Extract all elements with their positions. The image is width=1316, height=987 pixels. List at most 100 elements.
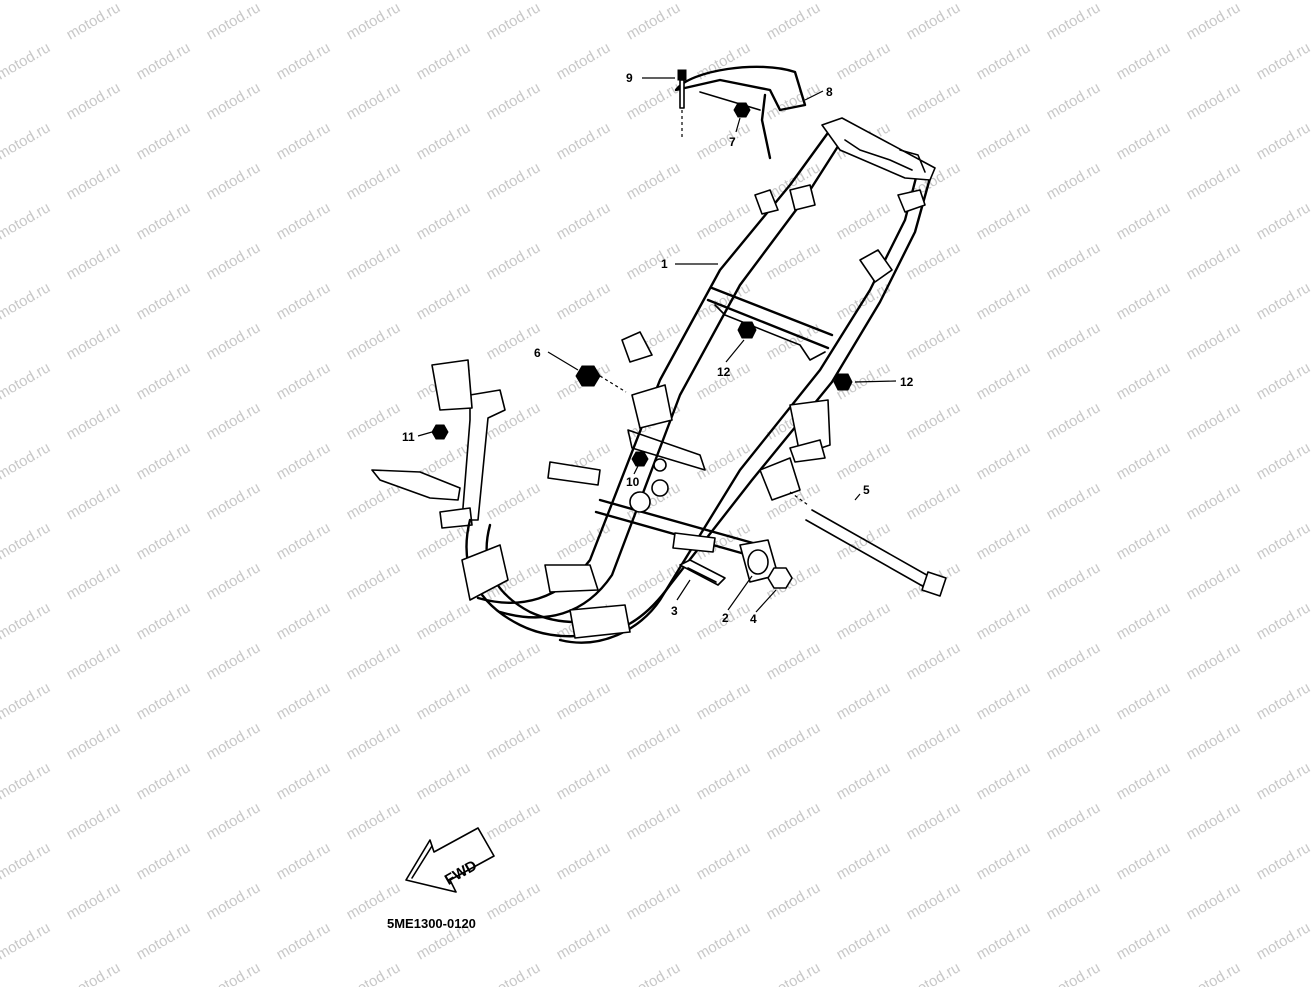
watermark-text: motod.ru xyxy=(1114,119,1174,163)
part-10-nut xyxy=(631,451,649,467)
watermark-text: motod.ru xyxy=(1254,439,1314,483)
watermark-text: motod.ru xyxy=(624,79,684,123)
watermark-text: motod.ru xyxy=(1254,919,1314,963)
watermark-text: motod.ru xyxy=(904,799,964,843)
watermark-text: motod.ru xyxy=(0,599,53,643)
watermark-text: motod.ru xyxy=(204,639,264,683)
watermark-text: motod.ru xyxy=(64,799,124,843)
watermark-text: motod.ru xyxy=(974,919,1034,963)
watermark-text: motod.ru xyxy=(624,719,684,763)
watermark-text: motod.ru xyxy=(204,399,264,443)
watermark-text: motod.ru xyxy=(344,799,404,843)
watermark-text: motod.ru xyxy=(1254,0,1314,3)
watermark-text: motod.ru xyxy=(1184,479,1244,523)
watermark-text: motod.ru xyxy=(624,879,684,923)
watermark-text: motod.ru xyxy=(624,239,684,283)
watermark-text: motod.ru xyxy=(904,239,964,283)
watermark-text: motod.ru xyxy=(1044,159,1104,203)
watermark-text: motod.ru xyxy=(1114,439,1174,483)
watermark-text: motod.ru xyxy=(414,759,474,803)
watermark-text: motod.ru xyxy=(834,679,894,723)
watermark-text: motod.ru xyxy=(64,479,124,523)
watermark-text: motod.ru xyxy=(344,959,404,987)
watermark-text: motod.ru xyxy=(974,519,1034,563)
watermark-text: motod.ru xyxy=(414,279,474,323)
watermark-text: motod.ru xyxy=(1044,719,1104,763)
watermark-text: motod.ru xyxy=(834,439,894,483)
part-11-nut xyxy=(431,424,449,440)
part-8-grab-bar xyxy=(674,65,807,160)
watermark-text: motod.ru xyxy=(64,959,124,987)
watermark-text: motod.ru xyxy=(624,0,684,43)
watermark-text: motod.ru xyxy=(134,919,194,963)
watermark-text: motod.ru xyxy=(344,719,404,763)
watermark-text: motod.ru xyxy=(1044,0,1104,43)
watermark-text: motod.ru xyxy=(1184,799,1244,843)
watermark-text: motod.ru xyxy=(1184,639,1244,683)
watermark-text: motod.ru xyxy=(1114,599,1174,643)
watermark-text: motod.ru xyxy=(764,79,824,123)
watermark-text: motod.ru xyxy=(204,879,264,923)
watermark-text: motod.ru xyxy=(1044,239,1104,283)
watermark-text: motod.ru xyxy=(134,0,194,3)
watermark-text: motod.ru xyxy=(554,279,614,323)
watermark-text: motod.ru xyxy=(1044,79,1104,123)
watermark-text: motod.ru xyxy=(484,879,544,923)
watermark-text: motod.ru xyxy=(974,439,1034,483)
watermark-text: motod.ru xyxy=(974,39,1034,83)
watermark-text: motod.ru xyxy=(64,319,124,363)
watermark-text: motod.ru xyxy=(1114,39,1174,83)
watermark-text: motod.ru xyxy=(834,599,894,643)
watermark-text: motod.ru xyxy=(1114,279,1174,323)
watermark-text: motod.ru xyxy=(554,39,614,83)
watermark-text: motod.ru xyxy=(344,319,404,363)
watermark-text: motod.ru xyxy=(694,919,754,963)
watermark-text: motod.ru xyxy=(484,959,544,987)
watermark-text: motod.ru xyxy=(974,759,1034,803)
watermark-text: motod.ru xyxy=(64,79,124,123)
watermark-text: motod.ru xyxy=(134,279,194,323)
callout-3: 3 xyxy=(671,604,678,618)
watermark-text: motod.ru xyxy=(1044,959,1104,987)
watermark-text: motod.ru xyxy=(134,359,194,403)
watermark-text: motod.ru xyxy=(1184,399,1244,443)
watermark-text: motod.ru xyxy=(484,79,544,123)
watermark-text: motod.ru xyxy=(904,399,964,443)
watermark-text: motod.ru xyxy=(1254,199,1314,243)
watermark-text: motod.ru xyxy=(204,479,264,523)
watermark-text: motod.ru xyxy=(1254,39,1314,83)
watermark-text: motod.ru xyxy=(1184,79,1244,123)
watermark-text: motod.ru xyxy=(64,159,124,203)
watermark-text: motod.ru xyxy=(1044,799,1104,843)
watermark-text: motod.ru xyxy=(624,799,684,843)
watermark-text: motod.ru xyxy=(0,39,53,83)
watermark-text: motod.ru xyxy=(1254,359,1314,403)
watermark-text: motod.ru xyxy=(1184,319,1244,363)
watermark-text: motod.ru xyxy=(484,479,544,523)
watermark-text: motod.ru xyxy=(484,239,544,283)
watermark-text: motod.ru xyxy=(344,639,404,683)
watermark-text: motod.ru xyxy=(204,959,264,987)
watermark-text: motod.ru xyxy=(64,719,124,763)
watermark-text: motod.ru xyxy=(1254,279,1314,323)
callout-6: 6 xyxy=(534,346,541,360)
watermark-text: motod.ru xyxy=(204,239,264,283)
part-2-bushing xyxy=(739,539,779,583)
watermark-text: motod.ru xyxy=(974,279,1034,323)
watermark-text: motod.ru xyxy=(694,39,754,83)
part-3-bolt xyxy=(679,559,726,586)
watermark-text: motod.ru xyxy=(904,319,964,363)
watermark-text: motod.ru xyxy=(134,599,194,643)
watermark-text: motod.ru xyxy=(134,679,194,723)
watermark-text: motod.ru xyxy=(274,199,334,243)
watermark-text: motod.ru xyxy=(0,279,53,323)
watermark-text: motod.ru xyxy=(344,559,404,603)
watermark-text: motod.ru xyxy=(764,0,824,43)
watermark-text: motod.ru xyxy=(694,759,754,803)
watermark-text: motod.ru xyxy=(974,679,1034,723)
watermark-text: motod.ru xyxy=(64,639,124,683)
watermark-text: motod.ru xyxy=(1184,959,1244,987)
callout-7: 7 xyxy=(729,135,736,149)
watermark-text: motod.ru xyxy=(0,759,53,803)
